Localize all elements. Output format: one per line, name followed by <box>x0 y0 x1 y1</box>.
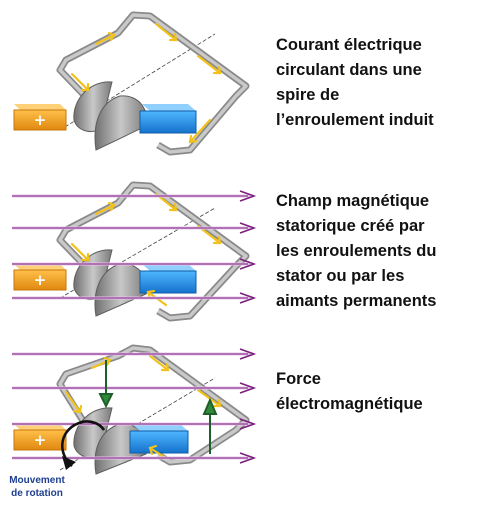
field-line <box>12 222 257 234</box>
caption-line: électromagnétique <box>276 395 423 413</box>
caption-field: Champ magnétique statorique créé par les… <box>276 189 486 314</box>
caption-line: spire de <box>276 86 340 104</box>
current-arrows <box>70 22 222 144</box>
caption-line: statorique créé par <box>276 217 425 235</box>
current-arrow <box>94 31 116 46</box>
rotation-motion-label: Mouvement de rotation <box>4 474 70 500</box>
current-arrow <box>70 242 90 262</box>
caption-line: circulant dans une <box>276 61 422 79</box>
force-arrows <box>98 360 218 454</box>
current-arrow <box>154 22 178 42</box>
magnetic-field-lines <box>12 190 257 304</box>
caption-line: l’enroulement induit <box>276 111 434 129</box>
commutator-segment-right <box>94 95 148 151</box>
current-arrow <box>188 118 212 144</box>
field-line <box>12 382 257 394</box>
magnet-negative <box>139 104 197 134</box>
current-arrow <box>148 444 168 460</box>
caption-line: aimants permanents <box>276 292 437 310</box>
rotation-arrow-icon <box>61 420 106 470</box>
field-line <box>12 292 257 304</box>
panel-1-current-loop: + <box>13 11 250 156</box>
magnet-negative <box>139 264 197 294</box>
magnetic-field-lines <box>12 348 257 464</box>
field-line <box>12 348 257 360</box>
caption-line: Champ magnétique <box>276 192 430 210</box>
commutator-segment-right <box>94 263 148 317</box>
magnet-positive: + <box>13 424 67 451</box>
current-arrow <box>70 72 90 92</box>
magnet-positive-label: + <box>34 111 47 129</box>
magnet-positive: + <box>13 104 67 131</box>
current-arrow <box>148 354 170 372</box>
field-line <box>12 190 257 202</box>
magnet-positive: + <box>13 264 67 291</box>
motion-label-line: Mouvement <box>9 475 65 486</box>
magnet-positive-label: + <box>34 271 47 289</box>
caption-force: Force électromagnétique <box>276 367 486 417</box>
panel-2-stator-field: + <box>12 181 257 322</box>
magnet-negative <box>129 424 189 454</box>
current-arrow <box>64 390 83 414</box>
caption-line: les enroulements du <box>276 242 437 260</box>
current-arrow <box>94 201 116 216</box>
caption-current: Courant électrique circulant dans une sp… <box>276 33 486 133</box>
magnet-positive-label: + <box>34 431 47 449</box>
field-line <box>12 452 257 464</box>
motion-label-line: de rotation <box>11 488 63 499</box>
caption-line: Force <box>276 370 321 388</box>
panel-3-electromagnetic-force: + <box>12 344 257 475</box>
current-arrow <box>196 388 222 408</box>
caption-line: Courant électrique <box>276 36 422 54</box>
force-arrow-down <box>98 360 114 409</box>
caption-line: stator ou par les <box>276 267 405 285</box>
field-line <box>12 258 257 270</box>
force-arrow-up <box>202 397 218 454</box>
current-arrow <box>196 54 222 75</box>
